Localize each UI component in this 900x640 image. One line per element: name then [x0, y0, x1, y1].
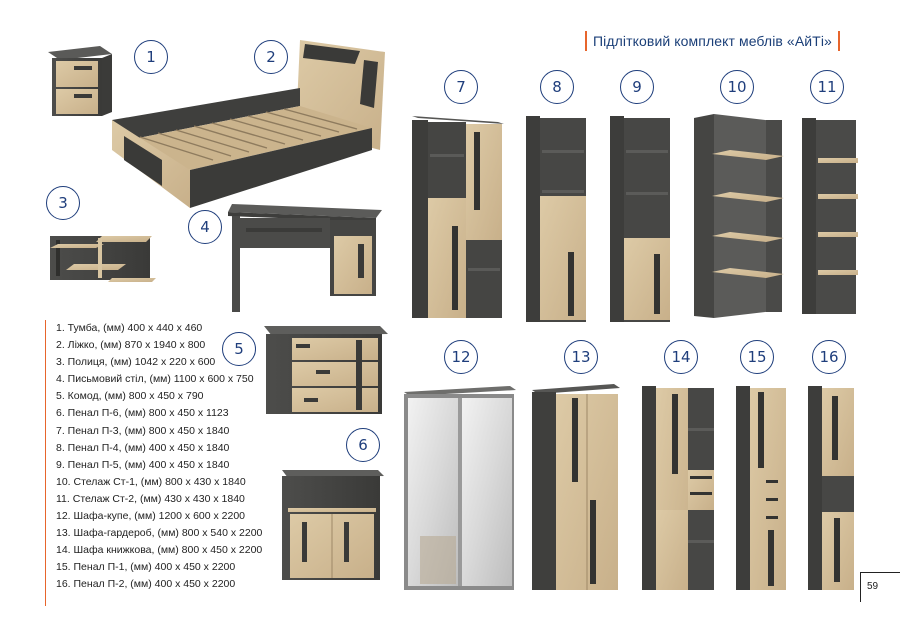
item-10-rack-st1 [694, 114, 784, 318]
spec-item-8: 8. Пенал П-4, (мм) 400 x 450 x 1840 [56, 441, 230, 454]
item-15-cabinet-p1 [736, 386, 786, 590]
page-number: 59 [867, 581, 879, 592]
item-number-badge-16: 16 [812, 340, 846, 374]
spec-item-7: 7. Пенал П-3, (мм) 800 x 450 x 1840 [56, 424, 230, 437]
spec-item-6: 6. Пенал П-6, (мм) 800 x 450 x 1123 [56, 407, 229, 420]
item-number-badge-14: 14 [664, 340, 698, 374]
title-accent-bar-right [837, 31, 840, 51]
item-1-bedside-table [48, 46, 112, 116]
spec-item-12: 12. Шафа-купе, (мм) 1200 x 600 x 2200 [56, 510, 246, 523]
item-11-rack-st2 [802, 118, 858, 314]
item-5-chest [264, 326, 388, 414]
spec-item-11: 11. Стелаж Ст-2, (мм) 430 x 430 x 1840 [56, 492, 245, 505]
item-12-sliding-wardrobe [404, 386, 516, 590]
item-3-wall-shelf [50, 236, 156, 282]
item-2-bed [112, 40, 385, 208]
item-number-badge-13: 13 [564, 340, 598, 374]
item-6-cabinet-low [282, 470, 384, 580]
spec-item-14: 14. Шафа книжкова, (мм) 800 x 450 x 2200 [56, 544, 263, 557]
item-14-bookcase [642, 386, 714, 590]
spec-item-13: 13. Шафа-гардероб, (мм) 800 x 540 x 2200 [56, 527, 263, 540]
item-number-badge-8: 8 [540, 70, 574, 104]
page-title: Підлітковий комплект меблів «АйТі» [585, 30, 840, 52]
item-number-badge-5: 5 [222, 332, 256, 366]
item-number-badge-11: 11 [810, 70, 844, 104]
spec-item-16: 16. Пенал П-2, (мм) 400 x 450 x 2200 [56, 578, 236, 591]
spec-item-3: 3. Полиця, (мм) 1042 x 220 x 600 [56, 356, 216, 369]
page-number-box: 59 [860, 572, 900, 602]
spec-item-4: 4. Письмовий стіл, (мм) 1100 x 600 x 750 [56, 373, 254, 386]
item-9-cabinet-p5 [610, 116, 670, 322]
spec-item-1: 1. Тумба, (мм) 400 x 440 x 460 [56, 322, 203, 334]
spec-item-9: 9. Пенал П-5, (мм) 400 x 450 x 1840 [56, 458, 230, 471]
item-16-cabinet-p2 [808, 386, 854, 590]
spec-item-2: 2. Ліжко, (мм) 870 x 1940 x 800 [56, 339, 206, 352]
item-number-badge-7: 7 [444, 70, 478, 104]
item-13-wardrobe [532, 384, 620, 590]
item-number-badge-4: 4 [188, 210, 222, 244]
item-number-badge-2: 2 [254, 40, 288, 74]
item-number-badge-10: 10 [720, 70, 754, 104]
item-spec-list: 1. Тумба, (мм) 400 x 440 x 460 2. Ліжко,… [45, 320, 275, 606]
spec-item-10: 10. Стелаж Ст-1, (мм) 800 x 430 x 1840 [56, 475, 246, 488]
item-number-badge-15: 15 [740, 340, 774, 374]
item-number-badge-9: 9 [620, 70, 654, 104]
item-number-badge-3: 3 [46, 186, 80, 220]
item-number-badge-1: 1 [134, 40, 168, 74]
item-4-desk [228, 204, 382, 312]
title-accent-bar-left [585, 31, 587, 51]
page-title-text: Підлітковий комплект меблів «АйТі» [593, 33, 832, 49]
item-number-badge-12: 12 [444, 340, 478, 374]
spec-item-15: 15. Пенал П-1, (мм) 400 x 450 x 2200 [56, 561, 236, 574]
spec-item-5: 5. Комод, (мм) 800 x 450 x 790 [56, 390, 204, 403]
item-8-cabinet-p4 [526, 116, 586, 322]
item-number-badge-6: 6 [346, 428, 380, 462]
item-7-tall-cabinet [412, 116, 504, 318]
